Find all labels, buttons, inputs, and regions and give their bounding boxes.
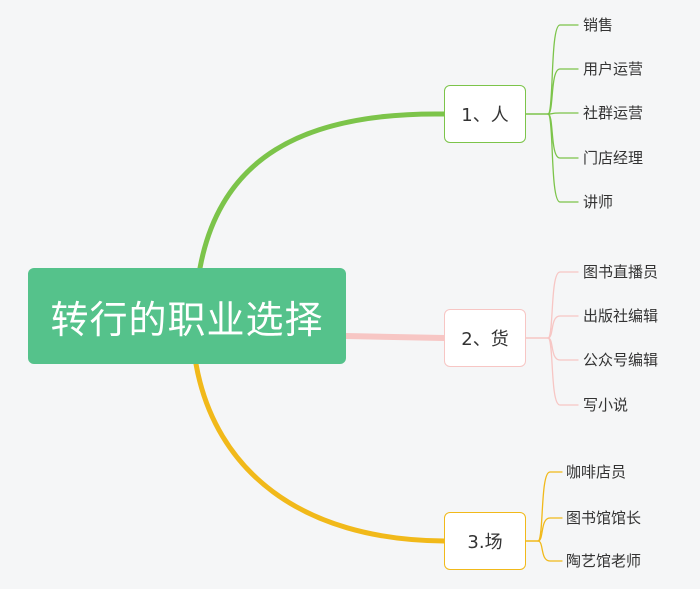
leaf-label: 图书馆馆长: [566, 509, 642, 527]
root-node[interactable]: 转行的职业选择: [28, 268, 346, 364]
leaf-connector: [547, 337, 579, 406]
leaf-node[interactable]: 用户运营: [583, 59, 643, 79]
branch-connector-goods: [343, 333, 447, 341]
leaf-connector: [547, 337, 579, 361]
branch-label: 3.场: [467, 532, 503, 553]
leaf-label: 公众号编辑: [583, 351, 659, 369]
leaf-label: 销售: [583, 16, 614, 34]
leaf-node[interactable]: 社群运营: [583, 103, 643, 123]
leaf-label: 写小说: [583, 396, 629, 414]
leaf-label: 社群运营: [583, 104, 644, 122]
leaf-node[interactable]: 门店经理: [583, 148, 643, 168]
leaf-node[interactable]: 销售: [583, 15, 613, 35]
branch-connector-people: [197, 111, 447, 271]
leaf-connector: [547, 271, 579, 339]
leaf-label: 陶艺馆老师: [566, 552, 642, 570]
leaf-connector: [547, 68, 579, 115]
leaf-node[interactable]: 咖啡店员: [566, 462, 626, 482]
leaf-label: 用户运营: [583, 60, 644, 78]
branch-connector-venue: [193, 361, 447, 544]
leaf-node[interactable]: 写小说: [583, 395, 628, 415]
branch-node-venue[interactable]: 3.场: [444, 512, 526, 570]
leaf-connector: [537, 540, 563, 562]
leaf-node[interactable]: 讲师: [583, 192, 613, 212]
branch-label: 2、货: [461, 329, 509, 350]
leaf-label: 出版社编辑: [583, 307, 659, 325]
branch-node-goods[interactable]: 2、货: [444, 309, 526, 367]
leaf-label: 图书直播员: [583, 263, 659, 281]
leaf-label: 讲师: [583, 193, 614, 211]
connectors: [193, 24, 579, 562]
leaf-node[interactable]: 陶艺馆老师: [566, 551, 641, 571]
leaf-connector: [547, 315, 579, 339]
root-label: 转行的职业选择: [50, 297, 324, 342]
leaf-node[interactable]: 图书馆馆长: [566, 508, 641, 528]
branch-label: 1、人: [461, 105, 509, 126]
leaf-connector: [537, 517, 563, 542]
leaf-label: 咖啡店员: [566, 463, 627, 481]
leaf-connector: [547, 113, 579, 203]
leaf-connector: [547, 112, 579, 115]
leaf-node[interactable]: 公众号编辑: [583, 350, 658, 370]
leaf-node[interactable]: 图书直播员: [583, 262, 658, 282]
branch-node-people[interactable]: 1、人: [444, 85, 526, 143]
leaf-label: 门店经理: [583, 149, 644, 167]
leaf-node[interactable]: 出版社编辑: [583, 306, 658, 326]
leaf-connector: [537, 471, 563, 542]
